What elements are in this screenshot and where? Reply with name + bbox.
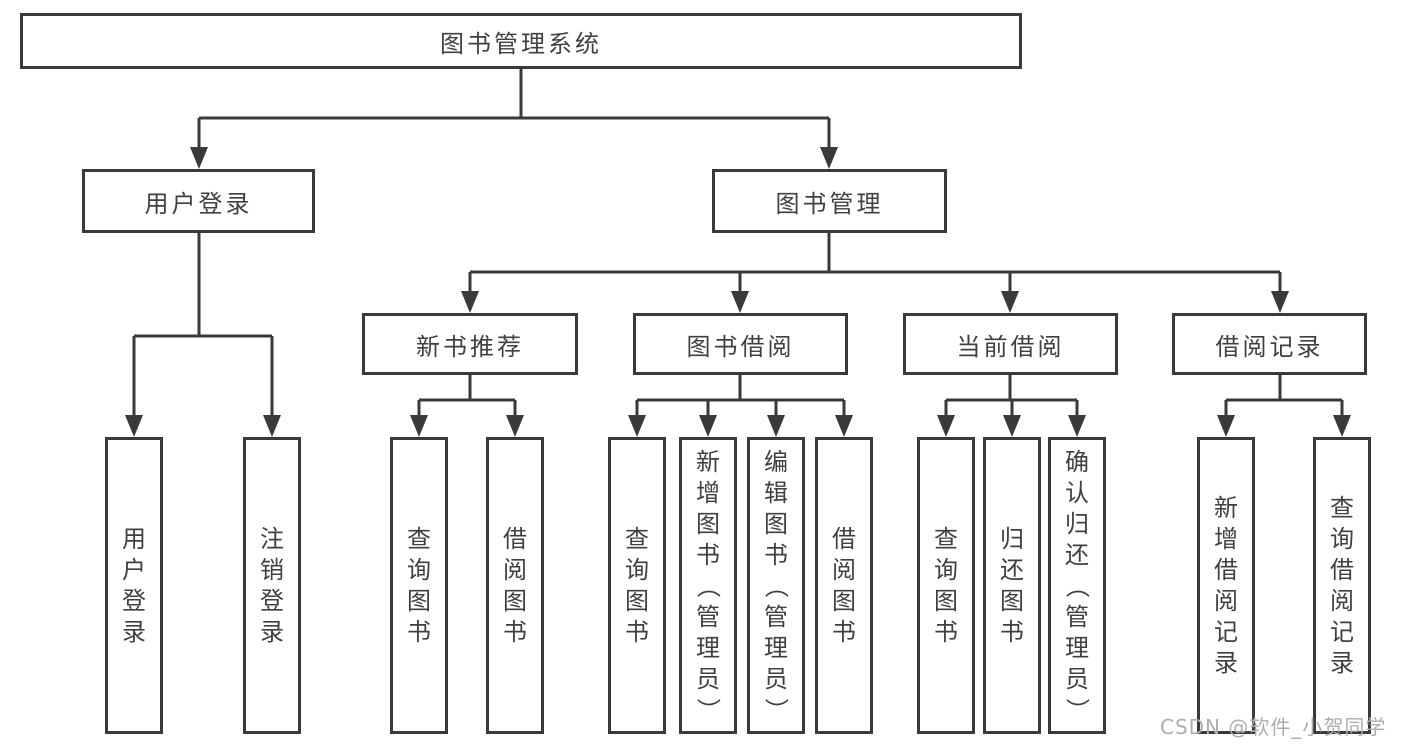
vertical-glyph: 书 xyxy=(625,618,649,646)
vertical-glyph: 理 xyxy=(1065,633,1089,662)
vertical-glyph: 图 xyxy=(764,509,788,538)
vertical-glyph: 图 xyxy=(696,509,720,538)
vertical-glyph: 录 xyxy=(122,618,146,646)
vertical-glyph: 书 xyxy=(764,540,788,569)
vertical-glyph: （ xyxy=(694,573,722,598)
vertical-glyph: 认 xyxy=(1065,478,1089,507)
node-new-book-recommendation: 新书推荐 xyxy=(362,313,578,375)
vertical-glyph: （ xyxy=(1063,573,1091,598)
leaf-return-books: 归还图书 xyxy=(983,437,1041,734)
vertical-glyph: 员 xyxy=(696,664,720,693)
vertical-glyph: 记 xyxy=(1330,618,1354,646)
vertical-glyph: 查 xyxy=(625,525,649,553)
vertical-glyph: 登 xyxy=(122,587,146,615)
vertical-glyph: 管 xyxy=(1065,602,1089,631)
leaf-confirm-return-admin: 确认归还 （ 管理员 ） xyxy=(1048,437,1106,734)
vertical-glyph: ） xyxy=(762,697,790,722)
vertical-glyph: 新 xyxy=(696,447,720,476)
vertical-glyph: 借 xyxy=(503,525,527,553)
vertical-glyph: 借 xyxy=(1214,556,1238,584)
vertical-glyph: 还 xyxy=(1000,556,1024,584)
vertical-glyph: 图 xyxy=(1000,587,1024,615)
vertical-glyph: 录 xyxy=(1330,649,1354,677)
vertical-glyph: 注 xyxy=(260,525,284,553)
leaf-query-books-borrowing: 查询图书 xyxy=(608,437,666,734)
vertical-glyph: 新 xyxy=(1214,494,1238,522)
vertical-glyph: 确 xyxy=(1065,447,1089,476)
leaf-query-books-recommend: 查询图书 xyxy=(390,437,448,734)
vertical-glyph: 借 xyxy=(832,525,856,553)
vertical-glyph: 图 xyxy=(407,587,431,615)
vertical-glyph: 用 xyxy=(122,525,146,553)
leaf-borrow-books-borrowing: 借阅图书 xyxy=(815,437,873,734)
leaf-logout: 注销登录 xyxy=(243,437,301,734)
vertical-glyph: 询 xyxy=(1330,525,1354,553)
node-book-borrowing: 图书借阅 xyxy=(633,313,848,375)
vertical-glyph: 阅 xyxy=(1330,587,1354,615)
leaf-query-books-current: 查询图书 xyxy=(917,437,975,734)
vertical-glyph: 书 xyxy=(696,540,720,569)
vertical-glyph: 记 xyxy=(1214,618,1238,646)
vertical-glyph: 还 xyxy=(1065,540,1089,569)
vertical-glyph: 归 xyxy=(1065,509,1089,538)
vertical-glyph: 书 xyxy=(503,618,527,646)
vertical-glyph: 录 xyxy=(1214,649,1238,677)
vertical-glyph: 管 xyxy=(764,602,788,631)
vertical-glyph: 阅 xyxy=(1214,587,1238,615)
node-book-management: 图书管理 xyxy=(712,169,947,233)
vertical-glyph: 查 xyxy=(407,525,431,553)
vertical-glyph: 书 xyxy=(407,618,431,646)
vertical-glyph: 图 xyxy=(934,587,958,615)
vertical-glyph: ） xyxy=(694,697,722,722)
vertical-glyph: 归 xyxy=(1000,525,1024,553)
arrowheads xyxy=(125,147,1351,437)
vertical-glyph: 录 xyxy=(260,618,284,646)
vertical-glyph: 增 xyxy=(1214,525,1238,553)
leaf-add-borrow-record: 新增借阅记录 xyxy=(1197,437,1255,734)
vertical-glyph: 查 xyxy=(1330,494,1354,522)
vertical-glyph: 询 xyxy=(407,556,431,584)
vertical-glyph: 管 xyxy=(696,602,720,631)
vertical-glyph: 查 xyxy=(934,525,958,553)
vertical-glyph: 借 xyxy=(1330,556,1354,584)
leaf-borrow-books-recommend: 借阅图书 xyxy=(486,437,544,734)
node-library-management-system: 图书管理系统 xyxy=(20,13,1022,69)
node-current-borrowing: 当前借阅 xyxy=(903,313,1118,375)
node-borrowing-records: 借阅记录 xyxy=(1172,313,1367,375)
vertical-glyph: 阅 xyxy=(503,556,527,584)
vertical-glyph: 理 xyxy=(696,633,720,662)
leaf-add-book-admin: 新增图书 （ 管理员 ） xyxy=(679,437,737,734)
node-user-login: 用户登录 xyxy=(82,169,315,233)
vertical-glyph: 员 xyxy=(764,664,788,693)
vertical-glyph: 询 xyxy=(625,556,649,584)
leaf-user-login: 用户登录 xyxy=(105,437,163,734)
vertical-glyph: 辑 xyxy=(764,478,788,507)
leaf-query-borrow-record: 查询借阅记录 xyxy=(1313,437,1371,734)
leaf-edit-book-admin: 编辑图书 （ 管理员 ） xyxy=(747,437,805,734)
vertical-glyph: 图 xyxy=(625,587,649,615)
vertical-glyph: 图 xyxy=(832,587,856,615)
vertical-glyph: 书 xyxy=(1000,618,1024,646)
vertical-glyph: 图 xyxy=(503,587,527,615)
vertical-glyph: 询 xyxy=(934,556,958,584)
vertical-glyph: 登 xyxy=(260,587,284,615)
csdn-watermark: CSDN @软件_小贺同学 xyxy=(1160,715,1387,739)
vertical-glyph: （ xyxy=(762,573,790,598)
vertical-glyph: ） xyxy=(1063,697,1091,722)
vertical-glyph: 书 xyxy=(934,618,958,646)
vertical-glyph: 编 xyxy=(764,447,788,476)
vertical-glyph: 理 xyxy=(764,633,788,662)
vertical-glyph: 销 xyxy=(260,556,284,584)
vertical-glyph: 书 xyxy=(832,618,856,646)
vertical-glyph: 员 xyxy=(1065,664,1089,693)
vertical-glyph: 阅 xyxy=(832,556,856,584)
vertical-glyph: 户 xyxy=(122,556,146,584)
connector-polylines xyxy=(132,69,1344,420)
vertical-glyph: 增 xyxy=(696,478,720,507)
